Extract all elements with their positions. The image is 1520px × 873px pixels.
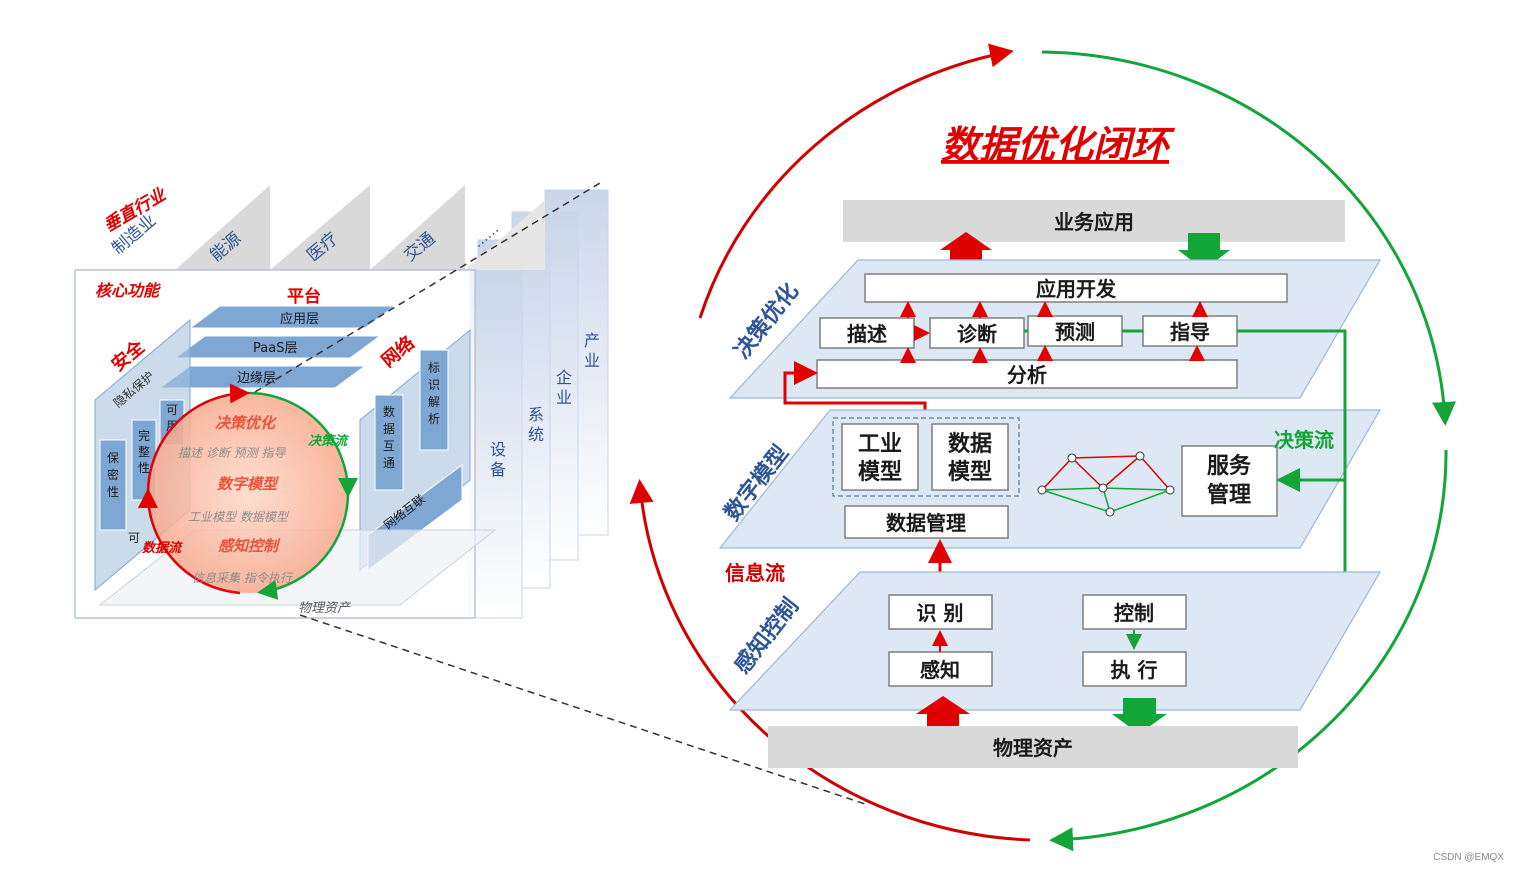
- data-mgmt-box: [844, 505, 1009, 539]
- execute-box: [1082, 651, 1187, 687]
- physical-assets-bar: [768, 726, 1298, 768]
- decision-flow-label: 决策流: [1274, 428, 1334, 452]
- chain-label: 产业: [584, 331, 600, 370]
- business-app-label: 业务应用: [1054, 210, 1134, 234]
- closed-loop-circle: [148, 393, 348, 593]
- cube-decision-items: 描述 诊断 预测 指导: [178, 446, 286, 460]
- confidentiality-label: 保密性: [107, 451, 119, 499]
- chain-label: 系统: [528, 405, 544, 444]
- up-arrow: [940, 232, 992, 268]
- outer-loop-green-bottom: [1049, 449, 1448, 852]
- industry-chain-sheets: [469, 189, 609, 619]
- cube-data-flow: 数据流: [142, 540, 183, 556]
- predict-label: 预测: [1055, 320, 1095, 344]
- info-flow-label: 信息流: [725, 561, 785, 585]
- sense-label: 感知: [920, 658, 960, 682]
- business-app-bar: [843, 200, 1345, 242]
- up-arrow: [916, 696, 970, 732]
- data-interop-label: 数据互通: [383, 404, 395, 470]
- data-model-label: 数据模型: [948, 431, 992, 485]
- network-graph-icon: [1037, 451, 1175, 517]
- layer-app: [188, 305, 397, 329]
- analysis-label: 分析: [1007, 363, 1047, 387]
- cube-decision-arc: [257, 492, 350, 600]
- cube-perception-items: 信息采集 指令执行: [192, 571, 294, 585]
- platform-label: 平台: [287, 286, 321, 307]
- confidentiality-bar: [99, 439, 127, 531]
- service-mgmt-box: [1181, 445, 1278, 517]
- identity-label: 标识解析: [428, 361, 440, 426]
- down-arrow: [1178, 233, 1230, 270]
- perception-plane: [728, 571, 1382, 711]
- cube-decision-arc: [247, 391, 358, 498]
- cube-model-items: 工业模型 数据模型: [188, 510, 290, 524]
- loop-title: 数据优化闭环: [941, 123, 1176, 167]
- cube-digital-model: 数字模型: [217, 475, 279, 493]
- identify-box: [888, 594, 993, 630]
- layer-label: PaaS层: [253, 341, 297, 356]
- layer-label: 边缘层: [237, 371, 276, 386]
- describe-label: 描述: [847, 322, 887, 346]
- cube-data-arc: [146, 383, 250, 494]
- layer-label: 应用层: [280, 311, 319, 327]
- integrity-label: 完整性: [138, 428, 150, 475]
- app-dev-label: 应用开发: [1036, 277, 1117, 301]
- zoom-line: [299, 614, 869, 806]
- cube-perception-control: 感知控制: [218, 537, 281, 555]
- data-to-analysis-arrow: [783, 361, 927, 420]
- describe-box: [819, 317, 915, 349]
- cube-decision-flow: 决策流: [308, 433, 349, 449]
- red-small-arrows: [900, 301, 1208, 363]
- layer-paas: [173, 335, 382, 359]
- chain-label: 企业: [556, 368, 572, 407]
- guide-label: 指导: [1170, 320, 1210, 344]
- chain-label: 设备: [490, 440, 506, 479]
- sense-box: [888, 651, 993, 687]
- data-model-box: [931, 423, 1009, 491]
- zoom-line: [254, 182, 601, 393]
- physical-assets-label: 物理资产: [993, 736, 1073, 760]
- core-function-label: 核心功能: [95, 281, 161, 300]
- physical-assets-label: 物理资产: [298, 601, 352, 616]
- control-box: [1082, 594, 1187, 630]
- app-dev-box: [864, 273, 1288, 303]
- data-mgmt-label: 数据管理: [886, 511, 966, 535]
- execute-label: 执 行: [1111, 658, 1158, 682]
- identify-label: 识 别: [917, 601, 964, 625]
- diagnose-label: 诊断: [957, 322, 997, 346]
- identity-bar: [419, 349, 449, 451]
- model-group: [832, 417, 1020, 497]
- down-arrow: [1112, 698, 1167, 734]
- industry-fins: [175, 185, 545, 270]
- watermark: CSDN @EMQX: [1433, 852, 1504, 863]
- service-mgmt-label: 服务管理: [1207, 454, 1252, 508]
- integrity-bar: [131, 419, 157, 501]
- controllability-label: 可: [128, 531, 140, 545]
- industrial-model-label: 工业模型: [858, 432, 902, 485]
- control-label: 控制: [1114, 601, 1154, 625]
- outer-loop-green-right: [1041, 50, 1456, 426]
- data-interop-bar: [374, 394, 404, 491]
- industrial-model-box: [841, 423, 919, 491]
- cube-data-arc: [137, 488, 241, 595]
- cube-decision-opt: 决策优化: [215, 414, 277, 432]
- outer-loop-red-left: [629, 479, 1031, 842]
- outer-loop-red-top: [698, 43, 1014, 319]
